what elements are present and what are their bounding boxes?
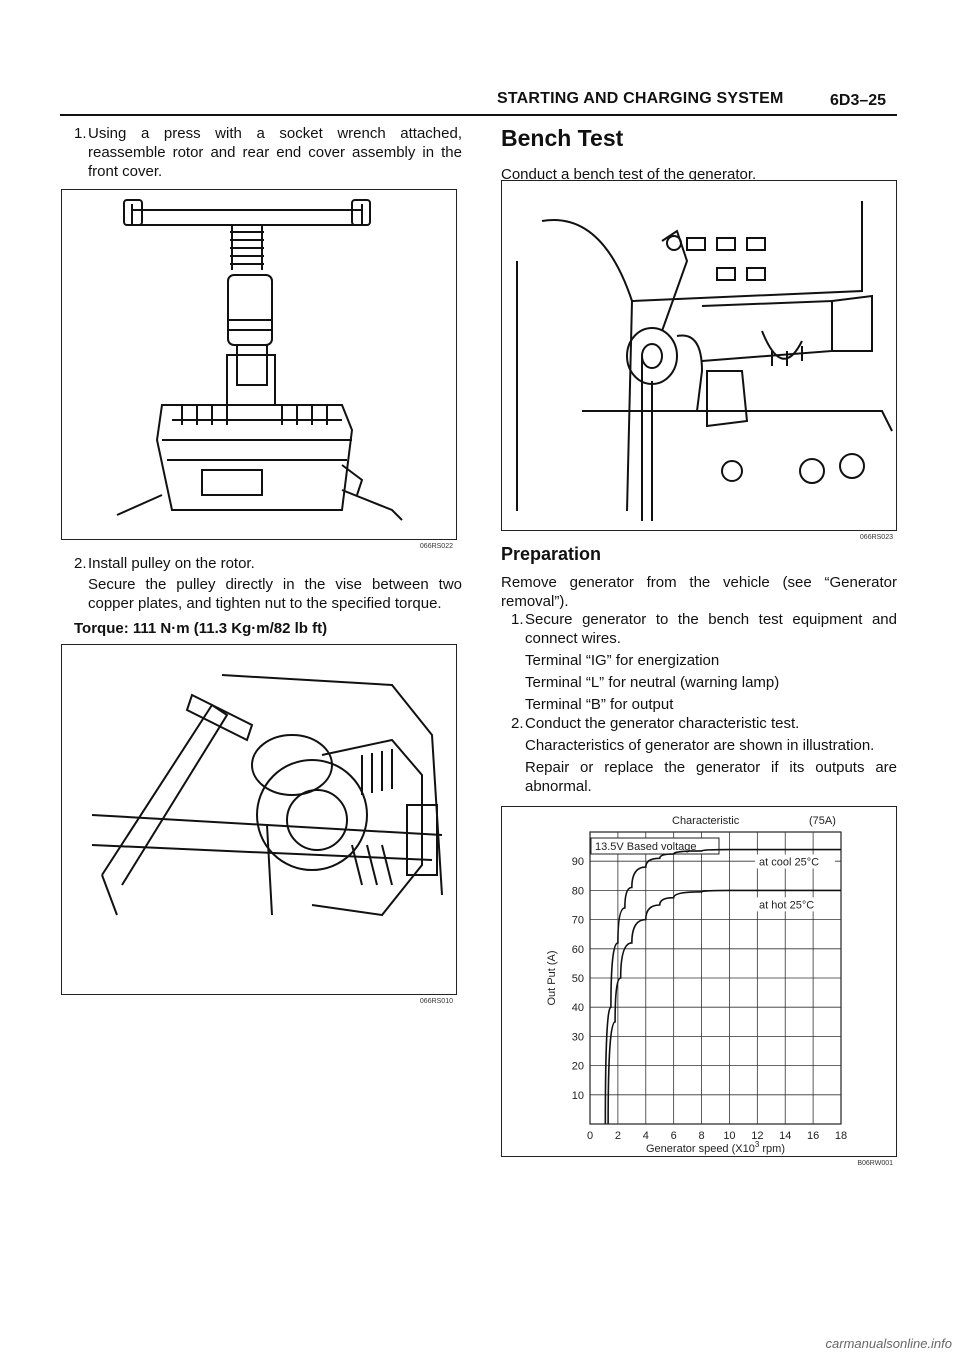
- step-number: 2.: [511, 715, 524, 732]
- y-tick-label: 70: [572, 915, 584, 927]
- preparation-intro: Remove generator from the vehicle (see “…: [501, 574, 897, 610]
- x-tick-label: 14: [779, 1130, 791, 1142]
- x-tick-label: 2: [615, 1130, 621, 1142]
- chart-rating: (75A): [809, 815, 836, 827]
- series-line-cool: [604, 848, 841, 1125]
- figure-code: 066RS010: [419, 998, 453, 1005]
- figure-pulley-install: 066RS010: [61, 644, 457, 1005]
- y-tick-label: 90: [572, 856, 584, 868]
- step-number: 1.: [74, 125, 87, 142]
- step-detail-1: Characteristics of generator are shown i…: [525, 737, 875, 754]
- terminal-b: Terminal “B” for output: [525, 696, 674, 713]
- figure-characteristic-chart: 0 2 4 6 8 10 12 14 16 18 10 20 30 40 50 60 70 80 90 Charact…: [501, 806, 897, 1167]
- y-axis-label: Out Put (A): [546, 950, 558, 1005]
- y-tick-label: 30: [572, 1031, 584, 1043]
- x-tick-label: 18: [835, 1130, 847, 1142]
- box-label-frame: [590, 837, 720, 855]
- box-label: 13.5V Based voltage: [595, 841, 697, 853]
- figure-code: B06RW001: [857, 1160, 893, 1167]
- left-step-1: 1. Using a press with a socket wrench at…: [66, 124, 462, 181]
- x-tick-label: 16: [807, 1130, 819, 1142]
- x-tick-label: 4: [643, 1130, 649, 1142]
- bench-equipment-illustration: [516, 201, 893, 521]
- characteristic-chart: 0 2 4 6 8 10 12 14 16 18 10 20 30 40 50 60 70 80 90 Charact…: [546, 815, 847, 1155]
- figure-rotor-press: 066RS022: [61, 189, 457, 550]
- series-label-bg: [755, 854, 835, 869]
- step-text: Install pulley on the rotor.: [88, 555, 255, 572]
- x-tick-label: 8: [698, 1130, 704, 1142]
- pulley-install-illustration: [91, 674, 443, 917]
- series-label-bg: [755, 897, 835, 912]
- series-line-hot: [607, 889, 841, 1125]
- bench-test-heading: Bench Test: [501, 125, 624, 151]
- step-number: 2.: [74, 555, 87, 572]
- y-tick-label: 80: [572, 885, 584, 897]
- y-tick-label: 50: [572, 973, 584, 985]
- step-detail: Secure the pulley directly in the vise b…: [88, 576, 462, 612]
- step-text: Using a press with a socket wrench attac…: [88, 125, 462, 180]
- x-tick-label: 6: [671, 1130, 677, 1142]
- step-text: Conduct the generator characteristic tes…: [525, 715, 800, 732]
- page-number: 6D3–25: [830, 92, 887, 109]
- figure-bench-equipment: 066RS023: [501, 180, 897, 541]
- y-tick-label: 40: [572, 1002, 584, 1014]
- y-tick-label: 60: [572, 944, 584, 956]
- right-step-1: 1. Secure generator to the bench test eq…: [501, 610, 897, 714]
- figure-code: 066RS022: [419, 543, 453, 550]
- step-text: Secure generator to the bench test equip…: [525, 611, 897, 647]
- rotor-press-illustration: [116, 199, 403, 521]
- y-tick-label: 20: [572, 1061, 584, 1073]
- step-number: 1.: [511, 611, 524, 628]
- series-label: at cool 25°C: [759, 857, 819, 869]
- x-axis-label: Generator speed (X103 rpm): [646, 1140, 785, 1155]
- left-step-2: 2. Install pulley on the rotor. Secure t…: [66, 554, 462, 638]
- chart-title: Characteristic: [672, 815, 740, 827]
- series-label: at hot 25°C: [759, 899, 814, 911]
- x-tick-label: 12: [751, 1130, 763, 1142]
- step-detail-2: Repair or replace the generator if its o…: [525, 759, 897, 795]
- x-tick-label: 10: [723, 1130, 735, 1142]
- terminal-ig: Terminal “IG” for energization: [525, 652, 720, 669]
- figure-code: 066RS023: [859, 534, 893, 541]
- torque-spec: Torque: 111 N·m (11.3 Kg·m/82 lb ft): [74, 620, 328, 637]
- section-title: STARTING AND CHARGING SYSTEM: [497, 90, 784, 107]
- terminal-l: Terminal “L” for neutral (warning lamp): [525, 674, 780, 691]
- y-tick-label: 10: [572, 1090, 584, 1102]
- header-divider: [60, 114, 897, 116]
- bench-test-intro: Conduct a bench test of the generator.: [501, 166, 757, 183]
- x-tick-label: 0: [587, 1130, 593, 1142]
- watermark: carmanualsonline.info: [825, 1336, 952, 1351]
- right-step-2: 2. Conduct the generator characteristic …: [501, 714, 897, 796]
- preparation-heading: Preparation: [501, 544, 602, 564]
